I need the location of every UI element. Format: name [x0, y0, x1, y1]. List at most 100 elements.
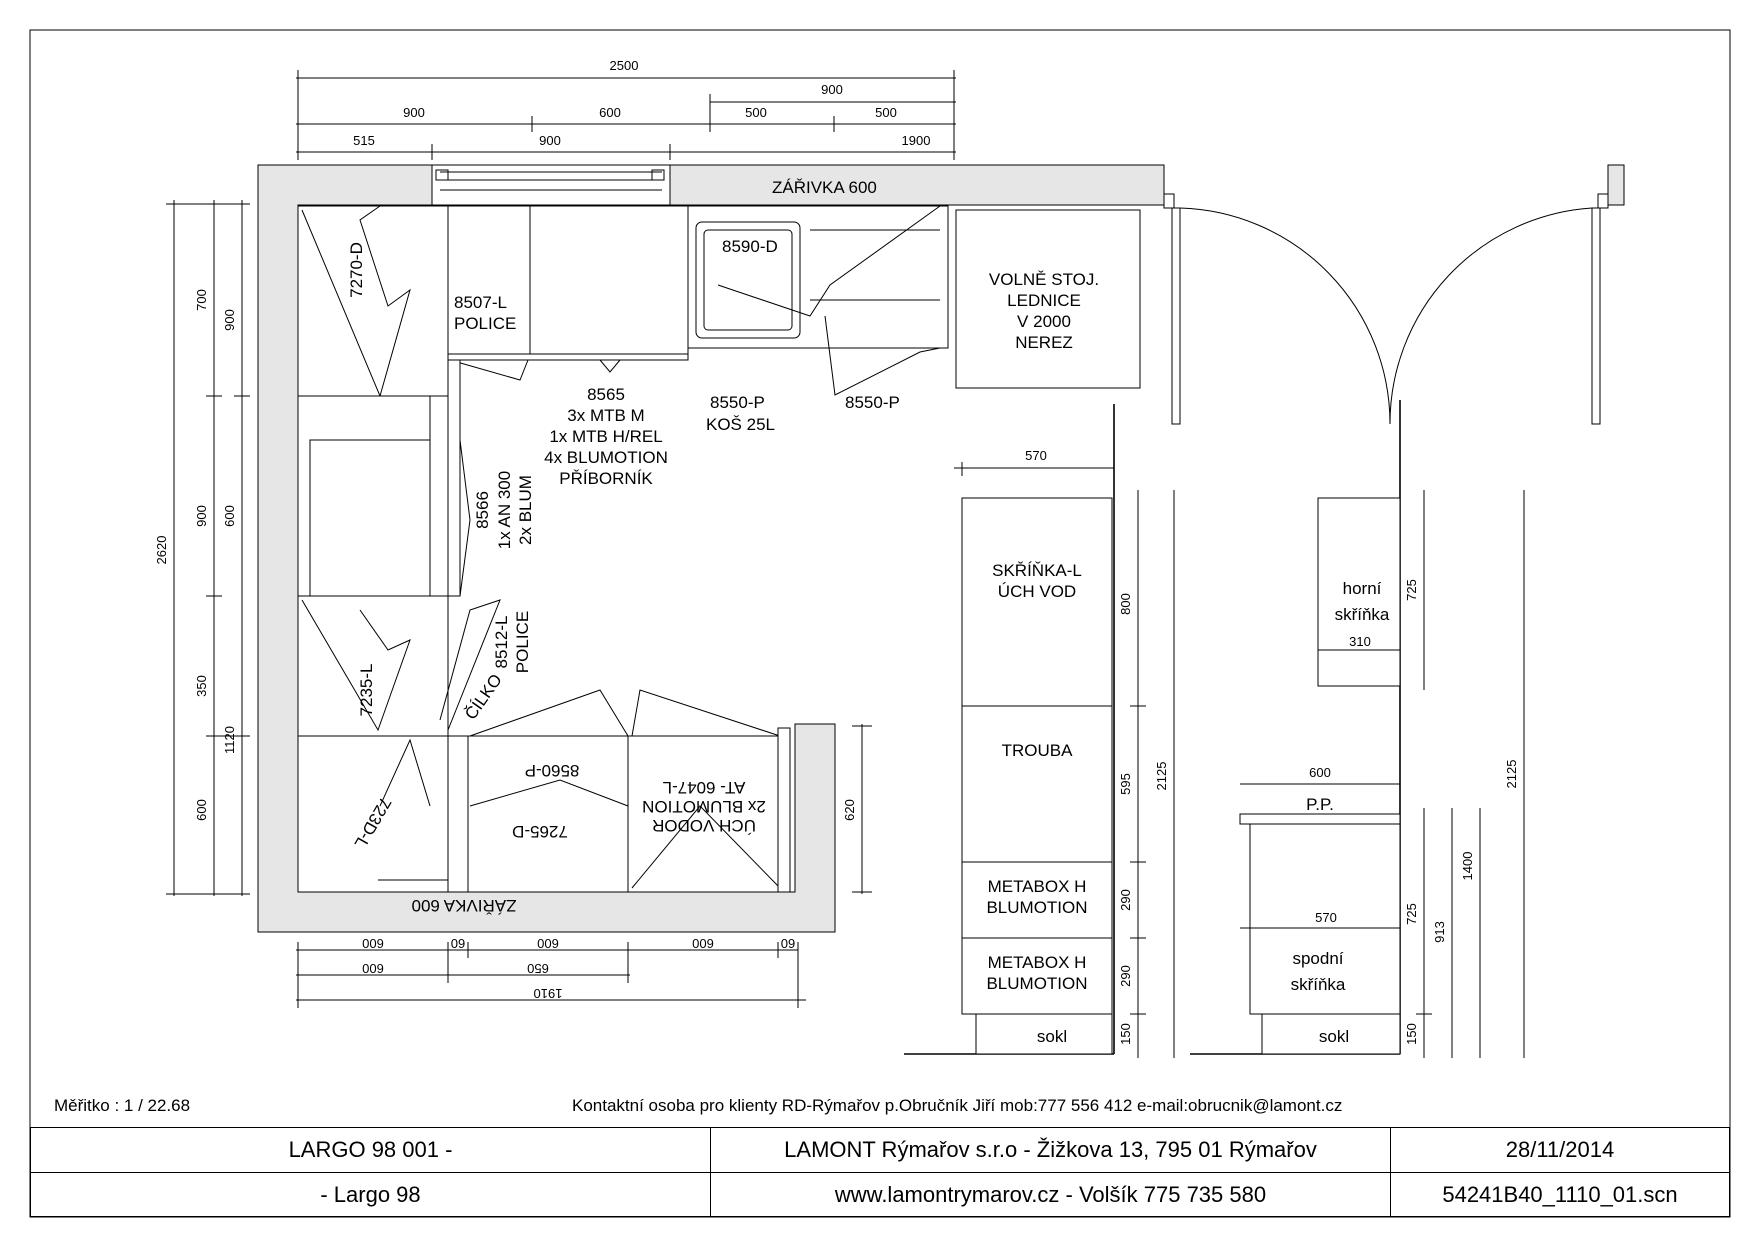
elevation-tall: 570 SKŘÍŇKA-L ÚCH VOD TROUBA METABOX H B… — [904, 404, 1175, 1058]
dim-side-570: 570 — [1315, 910, 1337, 925]
dim-tall-290b: 290 — [1118, 965, 1133, 987]
dimensions-left: 2620 700 900 900 600 350 1120 600 — [154, 200, 250, 896]
title-row-2: - Largo 98 www.lamontrymarov.cz - Volšík… — [31, 1173, 1729, 1217]
dim-top-600: 600 — [599, 105, 621, 120]
label-7270: 7270-D — [347, 242, 366, 298]
dim-top-500a: 500 — [745, 105, 767, 120]
dim-side-150: 150 — [1404, 1023, 1419, 1045]
tall-metabox-2b: BLUMOTION — [986, 974, 1087, 993]
dim-side-310: 310 — [1349, 634, 1371, 649]
dim-side-913: 913 — [1432, 921, 1447, 943]
label-fridge-2: LEDNICE — [1007, 291, 1081, 310]
dim-top-900b: 900 — [403, 105, 425, 120]
dim-side-725a: 725 — [1404, 579, 1419, 601]
label-kos: KOŠ 25L — [706, 415, 775, 434]
label-8565-b: 3x MTB M — [567, 406, 644, 425]
label-zarivka-bottom: ZÁŘIVKA 600 — [412, 896, 517, 915]
dim-side-725b: 725 — [1404, 903, 1419, 925]
label-8566-b: 1x AN 300 — [495, 471, 514, 549]
label-8566: 8566 — [473, 491, 492, 529]
label-8512-b: POLICE — [513, 611, 532, 673]
dim-left-600: 600 — [222, 505, 237, 527]
dim-tall-150: 150 — [1118, 1023, 1133, 1045]
label-6047-b: 2x BLUMOTION — [642, 797, 766, 816]
label-8565: 8565 — [587, 385, 625, 404]
dim-side-2125: 2125 — [1504, 760, 1519, 789]
dim-left-900: 900 — [222, 309, 237, 331]
label-8560: 8560-P — [525, 761, 580, 780]
file-name: 54241B40_1110_01.scn — [1442, 1182, 1678, 1207]
dim-top-2500: 2500 — [610, 58, 639, 73]
dim-bottom-600d: 600 — [362, 961, 384, 976]
dim-tall-595: 595 — [1118, 773, 1133, 795]
scale-note: Měřitko : 1 / 22.68 — [54, 1096, 191, 1115]
title-row-1: LARGO 98 001 - LAMONT Rýmařov s.r.o - Ži… — [31, 1128, 1729, 1173]
dim-bottom-600: 600 — [362, 936, 384, 951]
label-zarivka-top: ZÁŘIVKA 600 — [772, 178, 877, 197]
dim-side-600: 600 — [1309, 765, 1331, 780]
label-8507a: 8507-L — [454, 293, 507, 312]
label-8550-left: 8550-P — [710, 393, 765, 412]
footer-meta: Měřitko : 1 / 22.68 Kontaktní osoba pro … — [0, 1096, 1754, 1118]
label-8565-e: PŘÍBORNÍK — [559, 469, 653, 488]
label-7265: 7265-D — [512, 822, 568, 841]
dim-top-515: 515 — [353, 133, 375, 148]
label-fridge-4: NEREZ — [1015, 333, 1073, 352]
dim-side-1400: 1400 — [1460, 852, 1475, 881]
dim-left-2620: 2620 — [154, 536, 169, 565]
side-spodni-1: spodní — [1292, 949, 1343, 968]
side-sokl: sokl — [1319, 1027, 1349, 1046]
dim-bottom-650: 650 — [527, 961, 549, 976]
dim-left-600b: 600 — [194, 799, 209, 821]
dim-left-700: 700 — [194, 289, 209, 311]
dim-left-350: 350 — [194, 675, 209, 697]
dim-right-620: 620 — [842, 799, 857, 821]
dim-bottom-60a: 60 — [451, 936, 465, 951]
tall-metabox-1a: METABOX H — [988, 877, 1087, 896]
tall-skrinka-2: ÚCH VOD — [998, 582, 1076, 601]
tall-trouba: TROUBA — [1002, 741, 1074, 760]
label-fridge-3: V 2000 — [1017, 312, 1071, 331]
dim-tall-2125: 2125 — [1154, 762, 1169, 791]
project-name: LARGO 98 001 - — [31, 1128, 711, 1172]
elevation-side: horní skříňka 310 725 2125 600 P.P. 570 … — [1190, 400, 1525, 1058]
dim-top-900c: 900 — [539, 133, 561, 148]
contact-note: Kontaktní osoba pro klienty RD-Rýmařov p… — [572, 1096, 1343, 1115]
dimension-right: 620 — [842, 724, 872, 894]
tall-skrinka-1: SKŘÍŇKA-L — [992, 561, 1082, 580]
label-8565-c: 1x MTB H/REL — [549, 427, 662, 446]
label-8566-c: 2x BLUM — [516, 475, 535, 545]
label-8565-d: 4x BLUMOTION — [544, 448, 668, 467]
company-web: www.lamontrymarov.cz - Volšík 775 735 58… — [711, 1173, 1391, 1217]
dim-left-900b: 900 — [194, 505, 209, 527]
side-spodni-2: skříňka — [1291, 975, 1346, 994]
dim-bottom-600c: 600 — [692, 936, 714, 951]
side-pp: P.P. — [1306, 795, 1334, 814]
label-8590: 8590-D — [722, 237, 778, 256]
plan-cabinets — [297, 205, 1141, 893]
company-address: LAMONT Rýmařov s.r.o - Žižkova 13, 795 0… — [711, 1128, 1391, 1172]
tall-metabox-2a: METABOX H — [988, 953, 1087, 972]
label-7235: 7235-L — [357, 664, 376, 717]
sheet-border — [29, 29, 1731, 1218]
dim-bottom-1910: 1910 — [534, 986, 563, 1001]
dim-top-1900: 1900 — [902, 133, 931, 148]
side-horni-1: horní — [1343, 579, 1382, 598]
label-6047-c: ÚCH VODOR — [652, 816, 756, 835]
dimensions-top: 2500 900 900 600 500 500 515 900 1900 — [296, 58, 956, 160]
label-8507b: POLICE — [454, 314, 516, 333]
tall-sokl: sokl — [1037, 1027, 1067, 1046]
dim-top-500b: 500 — [875, 105, 897, 120]
dim-tall-290a: 290 — [1118, 889, 1133, 911]
label-6047: AT- 6047-L — [663, 778, 746, 797]
subproject-name: - Largo 98 — [31, 1173, 711, 1217]
double-door — [1163, 193, 1609, 425]
dim-top-900: 900 — [821, 82, 843, 97]
label-8512: 8512-L — [492, 616, 511, 669]
dim-left-1120: 1120 — [222, 726, 237, 754]
walls — [257, 164, 1625, 933]
plan-labels: ZÁŘIVKA 600 7270-D 8507-L POLICE 8590-D … — [347, 178, 1099, 915]
dim-bottom-600b: 600 — [537, 936, 559, 951]
label-8550-right: 8550-P — [845, 393, 900, 412]
